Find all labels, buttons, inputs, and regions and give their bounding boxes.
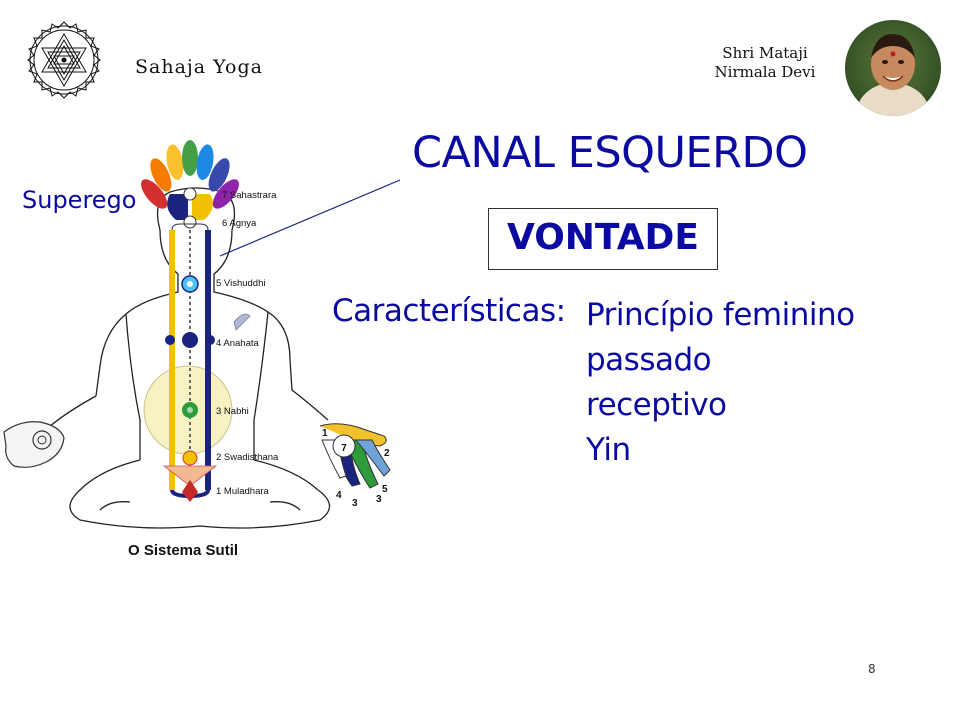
trait-item: Yin — [586, 432, 631, 468]
chakra-label: 2 Swadisthana — [216, 452, 279, 463]
meditating-figure — [27, 187, 331, 529]
chakra-label: 5 Vishuddhi — [216, 278, 265, 289]
ego-lobe — [192, 194, 213, 220]
superego-label: Superego — [22, 186, 137, 214]
chakra-markers — [162, 275, 251, 502]
sahastrara-lotus — [141, 140, 239, 209]
kundalini-triangle — [162, 465, 218, 487]
agnya-point — [183, 215, 197, 229]
finger-number: 1 — [322, 428, 328, 439]
founder-name: Shri Mataji Nirmala Devi — [690, 44, 840, 82]
muladhara-chakra — [182, 480, 198, 502]
anahata-chakra — [165, 332, 215, 348]
sri-yantra-logo — [27, 21, 101, 99]
superego-lobe — [167, 194, 188, 220]
founder-line-1: Shri Mataji — [722, 44, 808, 62]
diagram-caption: O Sistema Sutil — [128, 542, 238, 559]
chakra-label: 4 Anahata — [216, 338, 260, 349]
right-hand: 7 1 2 3 4 5 3 — [319, 423, 391, 509]
page-number: 8 — [868, 662, 876, 676]
subtle-system-diagram: 7 1 2 3 4 5 3 — [3, 140, 391, 559]
finger-number: 4 — [336, 490, 342, 501]
finger-number: 2 — [384, 448, 390, 459]
chakra-label: 7 Sahastrara — [222, 190, 277, 201]
characteristics-label: Características: — [332, 293, 566, 329]
nabhi-chakra — [182, 402, 198, 418]
left-hand — [3, 421, 65, 468]
sahastrara-point — [183, 187, 197, 201]
finger-number: 3 — [352, 498, 358, 509]
founder-portrait — [845, 20, 941, 116]
chakra-label: 1 Muladhara — [216, 486, 270, 497]
finger-number: 7 — [341, 443, 347, 454]
keyword-box: VONTADE — [488, 208, 718, 270]
slide-title: CANAL ESQUERDO — [412, 128, 808, 178]
brand-name: Sahaja Yoga — [135, 56, 263, 78]
swadisthana-chakra — [182, 450, 198, 466]
trait-item: receptivo — [586, 387, 727, 423]
vishuddhi-chakra — [181, 275, 199, 293]
chakra-label: 3 Nabhi — [216, 406, 249, 417]
traits-list: Princípio feminino passado receptivo Yin — [586, 293, 855, 473]
chakra-label: 6 Agnya — [222, 218, 257, 229]
finger-number: 3 — [376, 494, 382, 505]
founder-line-2: Nirmala Devi — [714, 63, 816, 81]
trait-item: Princípio feminino — [586, 297, 855, 333]
heart-dove — [233, 313, 251, 331]
trait-item: passado — [586, 342, 712, 378]
finger-number: 5 — [382, 484, 388, 495]
